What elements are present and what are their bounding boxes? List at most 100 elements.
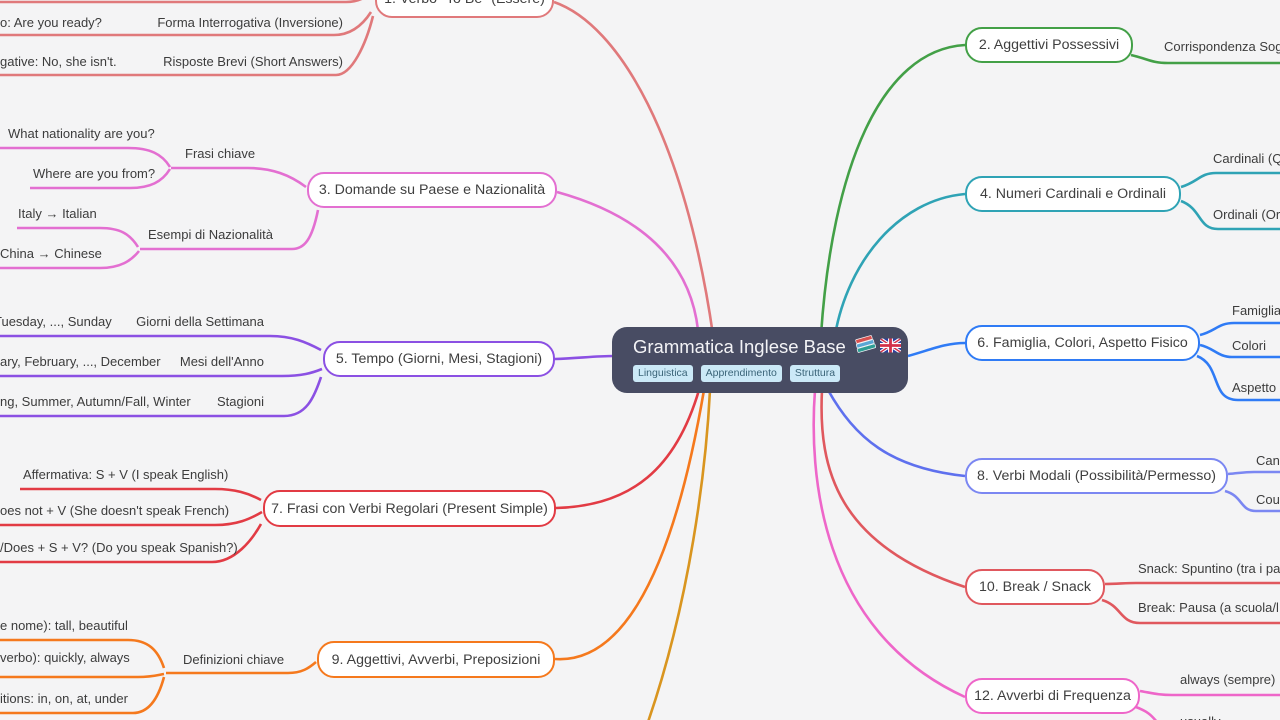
subtopic-label[interactable]: verbo): quickly, always: [0, 650, 130, 665]
subtopic-label[interactable]: oes not + V (She doesn't speak French): [0, 503, 230, 518]
subtopic-label[interactable]: Snack: Spuntino (tra i pa: [1138, 561, 1280, 576]
subtopic-label[interactable]: Frasi chiave: [185, 146, 256, 161]
branch-3-frasi-line: [171, 166, 307, 189]
branch-3-where-line: [30, 168, 172, 190]
topic-node-2-label: 2. Aggettivi Possessivi: [978, 37, 1120, 53]
subtopic-label[interactable]: Aspetto: [1232, 380, 1277, 395]
topic-node-9[interactable]: 9. Aggettivi, Avverbi, Preposizioni: [317, 641, 555, 678]
branch-4-curve: [833, 192, 966, 336]
topic-node-3-label: 3. Domande su Paese e Nazionalità: [318, 182, 546, 198]
branch-4-ordinali-line: [1180, 199, 1280, 231]
branch-4-cardinali-line: [1180, 171, 1280, 189]
branch-7-interrogativa-line: [0, 523, 263, 564]
branch-1-row2-line: [0, 15, 375, 77]
branch-9-row3-line: [0, 676, 166, 715]
central-topic-title-text: Grammatica Inglese Base: [633, 336, 846, 357]
branch-7-negativa-line: [0, 510, 263, 527]
branch-12-usually-line: [1132, 704, 1158, 720]
subtopic-label[interactable]: Can: [1256, 453, 1280, 468]
branch-3-china-line: [0, 250, 141, 270]
subtopic-label[interactable]: ary, February, ..., December: [0, 354, 161, 369]
central-topic[interactable]: Grammatica Inglese Base: [612, 327, 908, 393]
topic-node-12[interactable]: 12. Avverbi di Frequenza: [965, 678, 1140, 714]
branch-8-cou-line: [1224, 489, 1280, 513]
books-icon: [855, 335, 876, 359]
subtopic-label[interactable]: always (sempre): [1180, 672, 1276, 687]
branch-5-stagioni-line: [0, 376, 323, 418]
branch-3-what-line: [0, 146, 172, 168]
subtopic-label[interactable]: Cou: [1256, 492, 1280, 507]
branch-8-can-line: [1227, 470, 1280, 476]
subtopic-label[interactable]: Definizioni chiave: [183, 652, 285, 667]
subtopic-label[interactable]: /Does + S + V? (Do you speak Spanish?): [0, 540, 238, 555]
branch-6-aspetto-line: [1196, 354, 1280, 402]
branch-2-curve: [819, 43, 966, 336]
topic-node-7-label: 7. Frasi con Verbi Regolari (Present Sim…: [271, 500, 548, 517]
topic-node-9-label: 9. Aggettivi, Avverbi, Preposizioni: [331, 651, 541, 668]
branch-9-row1-line: [0, 638, 166, 669]
branch-1-row0-line: [0, 0, 363, 4]
branch-6-famiglia-line: [1199, 321, 1280, 337]
tag-struttura[interactable]: Struttura: [789, 365, 841, 382]
tag-apprendimento[interactable]: Apprendimento: [700, 365, 782, 382]
branch-1-curve: [553, 0, 715, 336]
branch-12-curve: [812, 389, 966, 699]
subtopic-label[interactable]: Italy → Italian: [18, 206, 97, 221]
branch-7-curve: [555, 389, 701, 510]
topic-node-2[interactable]: 2. Aggettivi Possessivi: [965, 27, 1133, 63]
topic-node-6[interactable]: 6. Famiglia, Colori, Aspetto Fisico: [965, 325, 1200, 361]
branch-7-affermativa-line: [20, 487, 262, 502]
topic-node-12-label: 12. Avverbi di Frequenza: [974, 688, 1131, 704]
branch-3-italy-line: [17, 226, 140, 248]
branch-10-break-line: [1101, 598, 1280, 625]
branch-3-esempi-line: [140, 209, 320, 251]
subtopic-label[interactable]: gative: No, she isn't.: [0, 54, 117, 69]
tag-linguistica[interactable]: Linguistica: [633, 365, 693, 382]
subtopic-label[interactable]: Cardinali (Q: [1213, 151, 1280, 166]
topic-node-4[interactable]: 4. Numeri Cardinali e Ordinali: [965, 176, 1181, 212]
topic-node-10[interactable]: 10. Break / Snack: [965, 569, 1105, 605]
branch-10-snack-line: [1104, 581, 1280, 586]
subtopic-label[interactable]: Risposte Brevi (Short Answers): [163, 54, 343, 69]
subtopic-label[interactable]: Famiglia: [1232, 303, 1280, 318]
subtopic-label[interactable]: Corrispondenza Sog: [1164, 39, 1280, 54]
subtopic-label[interactable]: Giorni della Settimana: [136, 314, 264, 329]
topic-node-1-label: 1. Verbo "To Be" (Essere): [384, 0, 545, 7]
subtopic-label[interactable]: usually: [1180, 714, 1220, 720]
subtopic-label[interactable]: Where are you from?: [33, 166, 156, 181]
topic-node-10-label: 10. Break / Snack: [979, 579, 1091, 595]
branch-2-sub-line: [1130, 53, 1280, 65]
branch-9-definizioni-line: [166, 661, 317, 675]
branch-9-row2-line: [0, 672, 165, 679]
central-topic-tags: Linguistica Apprendimento Struttura: [633, 365, 908, 382]
topic-node-8[interactable]: 8. Verbi Modali (Possibilità/Permesso): [965, 458, 1228, 494]
subtopic-label[interactable]: Ordinali (Or: [1213, 207, 1280, 222]
subtopic-label[interactable]: Forma Interrogativa (Inversione): [157, 15, 343, 30]
subtopic-label[interactable]: Affermativa: S + V (I speak English): [23, 467, 229, 482]
topic-node-7[interactable]: 7. Frasi con Verbi Regolari (Present Sim…: [263, 490, 556, 527]
subtopic-label[interactable]: Stagioni: [217, 394, 264, 409]
topic-node-3[interactable]: 3. Domande su Paese e Nazionalità: [307, 172, 557, 208]
subtopic-label[interactable]: itions: in, on, at, under: [0, 691, 128, 706]
subtopic-label[interactable]: What nationality are you?: [8, 126, 155, 141]
subtopic-label[interactable]: China → Chinese: [0, 246, 102, 261]
topic-node-8-label: 8. Verbi Modali (Possibilità/Permesso): [977, 468, 1216, 484]
topic-node-1[interactable]: 1. Verbo "To Be" (Essere): [375, 0, 554, 18]
subtopic-label[interactable]: e nome): tall, beautiful: [0, 618, 128, 633]
branch-11-curve: [647, 389, 712, 720]
subtopic-label[interactable]: o: Are you ready?: [0, 15, 102, 30]
subtopic-label[interactable]: Esempi di Nazionalità: [148, 227, 274, 242]
topic-node-5[interactable]: 5. Tempo (Giorni, Mesi, Stagioni): [323, 341, 555, 377]
subtopic-label[interactable]: Mesi dell'Anno: [179, 354, 264, 369]
branch-5-giorni-line: [0, 334, 322, 352]
branch-5-mesi-line: [0, 367, 323, 378]
topic-node-4-label: 4. Numeri Cardinali e Ordinali: [979, 186, 1167, 202]
subtopic-label[interactable]: ng, Summer, Autumn/Fall, Winter: [0, 394, 191, 409]
branch-9-curve: [554, 389, 706, 661]
subtopic-label[interactable]: Break: Pausa (a scuola/l: [1138, 600, 1279, 615]
subtopic-label[interactable]: Colori: [1232, 338, 1266, 353]
subtopic-label[interactable]: Tuesday, ..., Sunday: [0, 314, 112, 329]
uk-flag-icon: [879, 336, 901, 358]
